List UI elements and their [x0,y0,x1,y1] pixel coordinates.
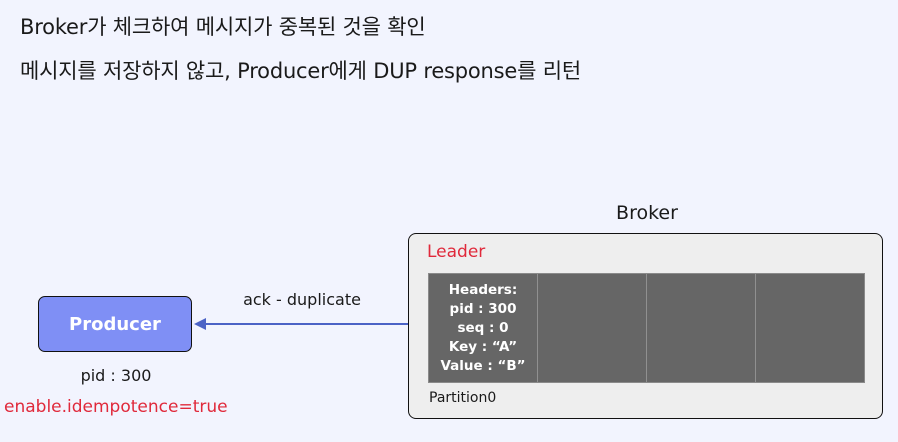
ack-label: ack - duplicate [243,290,361,309]
empty-cell [538,274,647,382]
empty-cell [647,274,756,382]
broker-node: Leader Headers: pid : 300 seq : 0 Key : … [408,233,883,419]
producer-label: Producer [69,313,161,335]
partition-label: Partition0 [429,390,497,406]
message-headers: Headers: [448,281,518,298]
partition-log: Headers: pid : 300 seq : 0 Key : “A” Val… [428,273,865,383]
message-pid: pid : 300 [449,300,517,317]
heading-line-1: Broker가 체크하여 메시지가 중복된 것을 확인 [20,15,426,39]
leader-label: Leader [427,242,486,262]
empty-cell [756,274,864,382]
producer-node: Producer [38,296,192,352]
message-value: Value : “B” [440,357,526,374]
broker-title: Broker [616,202,678,224]
ack-arrow-head [194,318,206,330]
message-cell: Headers: pid : 300 seq : 0 Key : “A” Val… [429,274,538,382]
message-seq: seq : 0 [457,319,509,336]
message-key: Key : “A” [448,338,518,355]
producer-config: enable.idempotence=true [4,397,228,417]
heading-line-2: 메시지를 저장하지 않고, Producer에게 DUP response를 리… [20,59,581,83]
producer-pid: pid : 300 [80,366,152,385]
